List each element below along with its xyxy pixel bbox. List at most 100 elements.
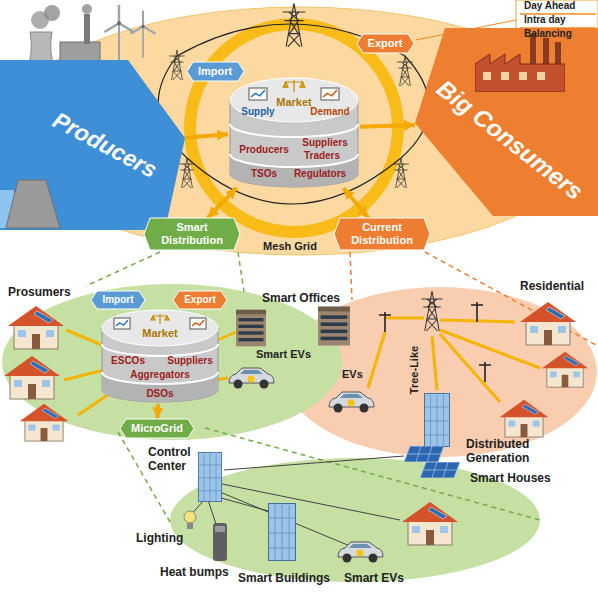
- market-timeframe: Intra day: [524, 14, 566, 26]
- node-shape: [0, 60, 185, 230]
- band-fill: [0, 60, 185, 230]
- transmission-tower: [422, 291, 443, 331]
- tag-text: Export: [357, 34, 414, 53]
- solar-panel: [404, 446, 444, 462]
- text-slot: Prosumers: [8, 286, 71, 300]
- text-slot: Supply: [241, 106, 274, 118]
- device-label: Smart Houses: [470, 472, 551, 486]
- text-slot: Distributed Generation: [466, 438, 556, 466]
- tag-text: Import: [91, 291, 145, 309]
- device-label: Distributed Generation: [466, 438, 556, 466]
- text-slot: Day Ahead: [524, 0, 575, 12]
- chart-icon: [114, 318, 130, 329]
- residential-house: [542, 352, 588, 388]
- market-text: Market: [276, 96, 311, 109]
- office-building: [318, 306, 350, 345]
- transmission-tower: [169, 50, 185, 80]
- tag-fill: [334, 218, 430, 250]
- area-label: Prosumers: [8, 286, 71, 300]
- market-text: DSOs: [146, 388, 173, 400]
- chart-icon: [321, 88, 339, 100]
- market-text: Regulators: [294, 168, 346, 180]
- band-fill: [415, 28, 598, 216]
- energy-flow-arrow: [208, 188, 237, 218]
- node-shape: [230, 78, 358, 187]
- tag-text: Smart Distribution: [144, 218, 240, 249]
- smart-house: [402, 502, 458, 545]
- market-text: Market: [142, 327, 177, 340]
- scale-icon: [151, 314, 169, 324]
- text-slot: Mesh Grid: [260, 240, 320, 253]
- transmission-tower: [179, 158, 195, 188]
- distribution-pole: [379, 312, 391, 332]
- text-slot: Demand: [310, 106, 349, 118]
- grid-label: Mesh Grid: [260, 240, 320, 253]
- text-slot: Traders: [304, 150, 340, 162]
- node-shape: [102, 310, 218, 402]
- microgrid-tag: MicroGrid: [120, 419, 194, 438]
- text-slot: Market: [276, 96, 311, 109]
- tag-text: Current Distribution: [334, 218, 430, 249]
- flow-tag: Import: [187, 62, 244, 81]
- transmission-tower: [397, 56, 413, 86]
- chart-icon: [251, 90, 265, 97]
- tag-fill: [187, 62, 244, 81]
- distribution-pole: [471, 302, 483, 322]
- flow-tag: Export: [357, 34, 414, 53]
- tag-fill: [357, 34, 414, 53]
- market-text: Supply: [241, 106, 274, 118]
- tag-text: Import: [187, 62, 244, 81]
- chart-icon: [192, 320, 204, 326]
- tag-fill: [173, 291, 227, 309]
- text-slot: Intra day: [524, 14, 566, 26]
- prosumer-house: [4, 356, 60, 399]
- market-stack: SupplyMarketDemandProducers SuppliersTrad…: [228, 70, 360, 188]
- ev-car: [338, 542, 383, 563]
- text-slot: DSOs: [146, 388, 173, 400]
- text-slot: Smart EVs: [256, 348, 311, 361]
- stack-top: [230, 78, 358, 122]
- text-slot: ESCOs: [111, 355, 145, 367]
- residential-house: [520, 302, 576, 345]
- factory-icon: [475, 34, 565, 92]
- ev-car: [229, 368, 274, 389]
- area-label: Residential: [520, 280, 584, 294]
- text-slot: Market: [142, 327, 177, 340]
- text-slot: Smart Houses: [470, 472, 551, 486]
- zoom-line: [86, 252, 244, 292]
- transmission-tower: [393, 158, 409, 188]
- market-text: Suppliers: [167, 355, 213, 367]
- control-building: [198, 452, 221, 501]
- chart-icon: [190, 318, 206, 329]
- market-text: Producers: [239, 144, 288, 156]
- stack-top: [102, 310, 218, 346]
- energy-flow-arrow: [343, 188, 368, 218]
- text-slot: Smart EVs: [344, 572, 404, 586]
- area-label: Smart EVs: [256, 348, 311, 361]
- device-label: Smart EVs: [344, 572, 404, 586]
- market-text: Demand: [310, 106, 349, 118]
- zoom-line: [350, 252, 596, 345]
- device-label: Heat bumps: [160, 566, 229, 580]
- node-shape: [415, 28, 598, 216]
- market-text: ESCOs: [111, 355, 145, 367]
- text-slot: Control Center: [148, 446, 204, 474]
- feed-line: [368, 318, 540, 402]
- market-text: Aggregators: [130, 369, 189, 381]
- residential-house: [500, 400, 549, 437]
- text-slot: Suppliers: [302, 137, 348, 149]
- device-label: Lighting: [136, 532, 183, 546]
- text-slot: Tree-Like: [408, 346, 421, 394]
- distribution-tag: Smart Distribution: [144, 218, 240, 250]
- wind-turbine: [105, 5, 134, 60]
- text-slot: Heat bumps: [160, 566, 229, 580]
- consumer-band: Big Consumers: [415, 28, 598, 216]
- ev-car: [329, 392, 374, 413]
- lamp: [184, 511, 196, 529]
- energy-flow-arrow: [360, 125, 415, 127]
- heat-pump: [213, 523, 227, 561]
- tall-building: [424, 394, 449, 447]
- text-slot: Suppliers: [167, 355, 213, 367]
- distribution-pole: [479, 362, 491, 382]
